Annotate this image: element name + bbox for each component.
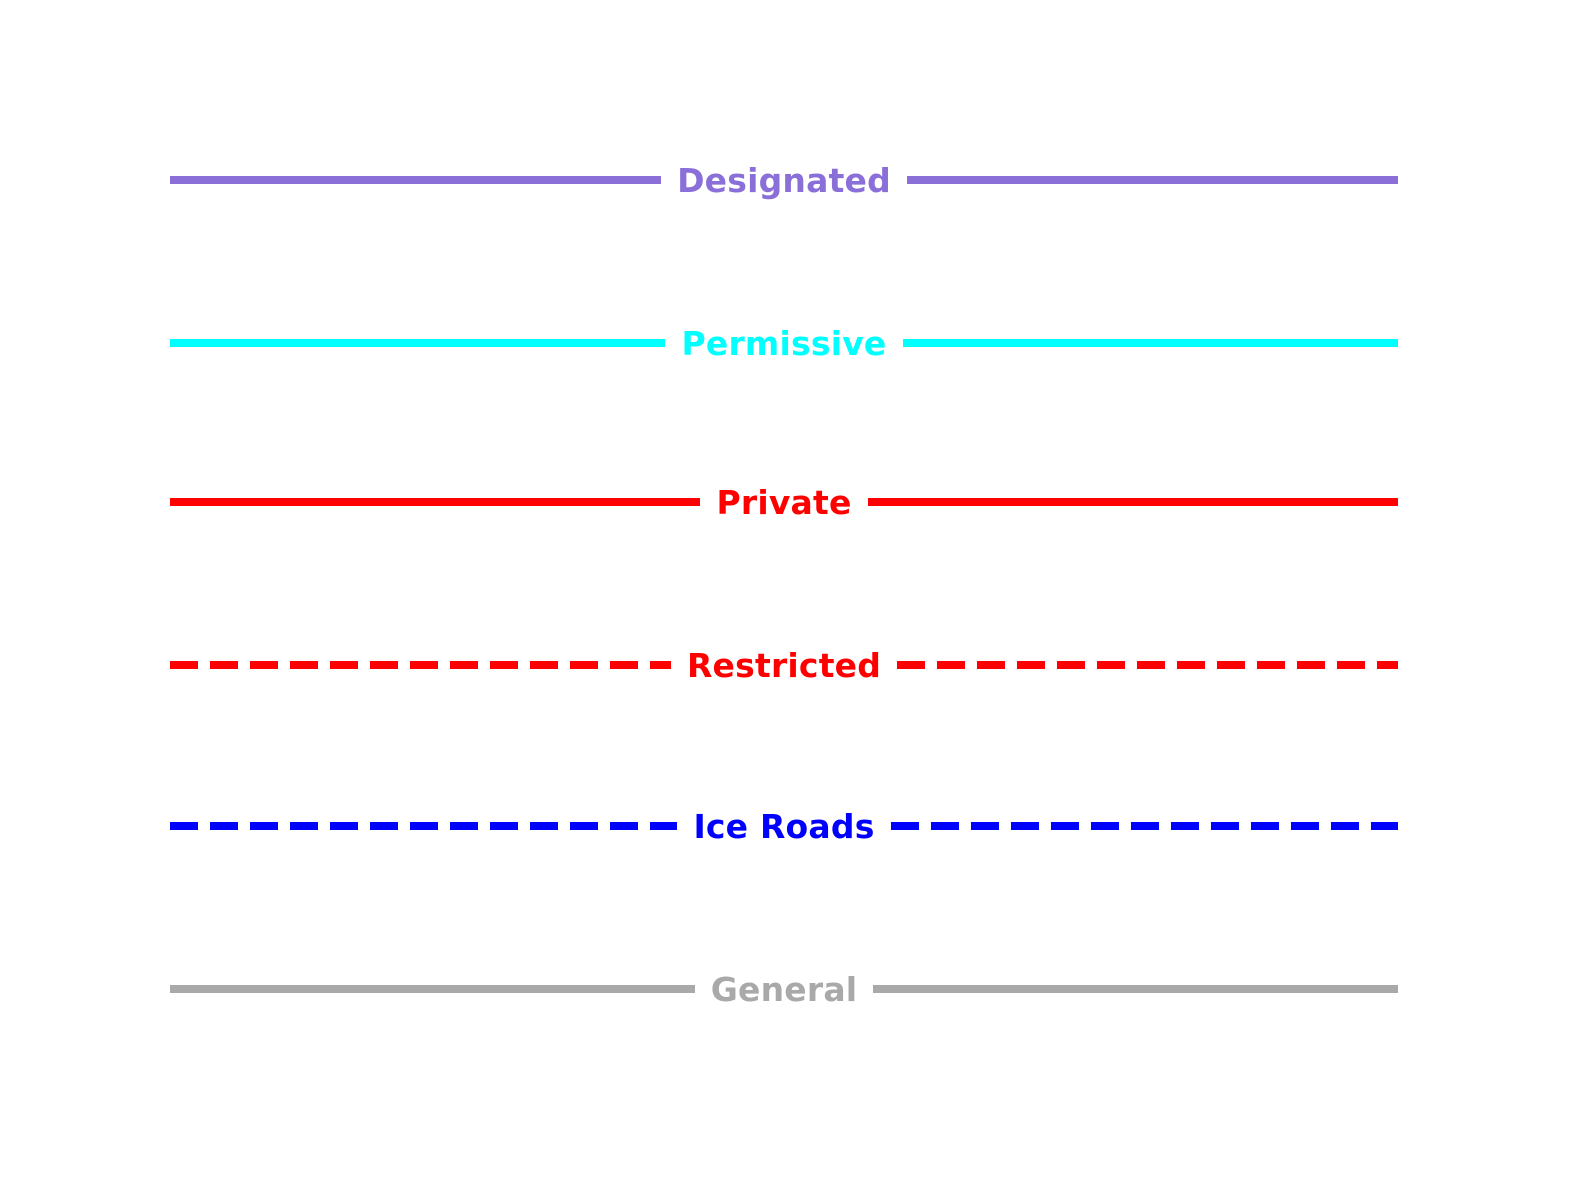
legend-label-restricted: Restricted	[686, 645, 882, 685]
legend-entry-ice-roads: Ice Roads	[170, 796, 1398, 856]
legend-entry-general: General	[170, 959, 1399, 1019]
legend-entry-private: Private	[170, 472, 1399, 532]
legend-label-private: Private	[716, 482, 852, 522]
legend-entry-restricted: Restricted	[170, 635, 1399, 695]
legend-line-ink	[906, 176, 1399, 184]
legend-entry-designated: Designated	[170, 150, 1399, 210]
legend-line-ink	[170, 498, 701, 506]
legend-line-ink	[170, 339, 666, 347]
legend-label-ice-roads: Ice Roads	[693, 806, 875, 846]
legend-label-permissive: Permissive	[681, 323, 887, 363]
legend-line-ink	[890, 822, 1398, 830]
legend-line-ink	[873, 985, 1399, 993]
legend-line-ink	[902, 339, 1398, 347]
legend-line-ink	[170, 822, 678, 830]
legend-line-ink	[170, 661, 671, 669]
legend-entry-permissive: Permissive	[170, 313, 1398, 373]
legend-label-designated: Designated	[677, 160, 891, 200]
legend-line-ink	[897, 661, 1399, 669]
legend-line-ink	[170, 176, 662, 184]
legend-line-ink	[867, 498, 1399, 506]
legend-label-general: General	[710, 969, 858, 1009]
legend-line-ink	[170, 985, 695, 993]
